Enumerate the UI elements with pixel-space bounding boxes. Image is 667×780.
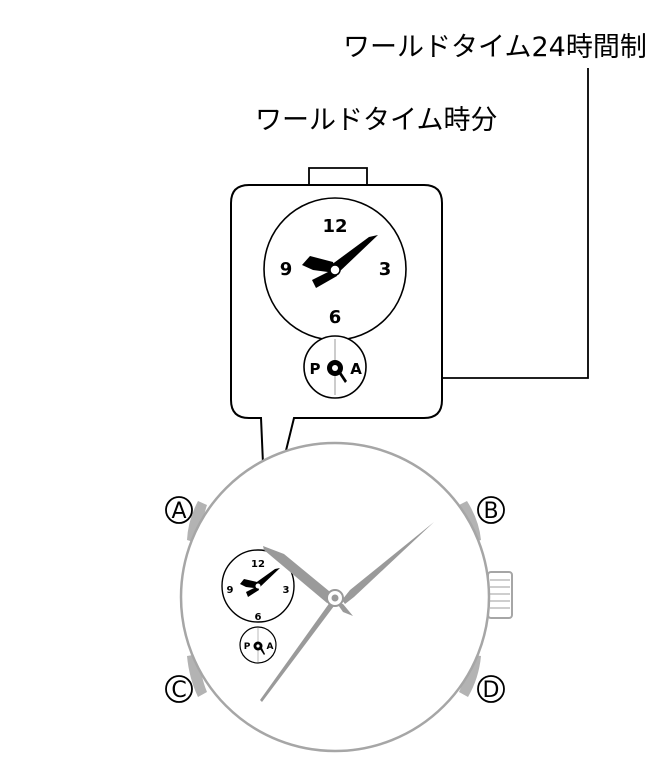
world-time-hour-hand <box>302 256 337 288</box>
crown <box>487 571 513 619</box>
am-pm-label-p: P <box>310 360 321 378</box>
button-b-marker <box>477 496 505 524</box>
main-hour-hand-tail <box>336 602 353 616</box>
pusher-c <box>187 654 207 697</box>
button-d-label: D <box>483 678 500 703</box>
pusher-a <box>187 501 207 544</box>
subdial-number-9: 9 <box>227 585 234 596</box>
button-c-marker <box>165 675 193 703</box>
world-time-hand-pivot <box>329 264 341 276</box>
subdial-hour-hand <box>240 579 259 597</box>
dial-number-9: 9 <box>280 259 293 280</box>
button-c-label: C <box>171 678 186 703</box>
am-pm-subdial-pivot <box>256 644 260 648</box>
am-pm-subdial-p: P <box>244 642 251 652</box>
am-pm-label-a: A <box>350 360 362 378</box>
world-time-minute-hand <box>327 235 378 274</box>
am-pm-subdial-a: A <box>267 642 274 652</box>
button-a-label: A <box>171 499 186 524</box>
dial-number-3: 3 <box>379 259 392 280</box>
am-pm-hand-pivot <box>332 365 338 371</box>
am-pm-hand-tip <box>339 372 347 383</box>
subdial-minute-hand <box>254 568 280 588</box>
pusher-d <box>459 654 481 697</box>
subdial-number-6: 6 <box>255 612 262 623</box>
button-a-marker <box>165 496 193 524</box>
crown-grip-lines <box>490 579 510 609</box>
dial-number-12: 12 <box>322 216 347 237</box>
main-minute-hand <box>342 522 434 604</box>
main-hour-hand <box>263 546 335 603</box>
label-world-time-24h: ワールドタイム24時間制 <box>343 32 647 63</box>
dial-number-6: 6 <box>329 307 342 328</box>
main-second-hand <box>260 598 337 702</box>
button-d-marker <box>477 675 505 703</box>
subdial-pivot <box>255 583 261 589</box>
am-pm-subdial-hand-tip <box>260 648 265 655</box>
subdial-number-3: 3 <box>283 585 290 596</box>
subdial-number-12: 12 <box>251 559 265 570</box>
main-hand-pivot <box>331 594 339 602</box>
button-b-label: B <box>483 499 498 524</box>
label-world-time-hour-minute: ワールドタイム時分 <box>255 105 497 136</box>
